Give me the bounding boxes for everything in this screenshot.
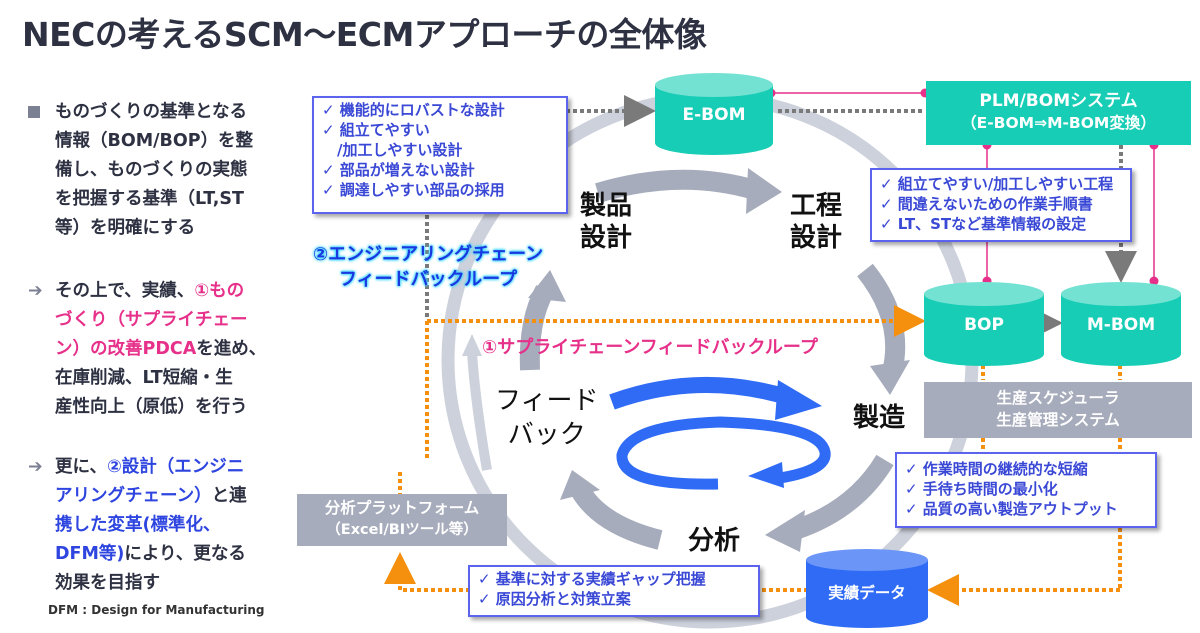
stage-feedback: フィード バック	[495, 386, 599, 450]
arrow-mfg-to-analysis	[791, 454, 894, 540]
arrow-right-icon: ➔	[28, 281, 43, 301]
manufacturing-checklist: ✓ 作業時間の継続的な短縮 ✓ 手待ち時間の最小化 ✓ 品質の高い製造アウトプッ…	[895, 452, 1157, 528]
page-title: NECの考えるSCM〜ECMアプローチの全体像	[22, 15, 707, 54]
bullet-engineering-chain: ➔ 更に、②設計（エンジニ アリングチェーン）と連 携した変革(標準化、 DFM…	[28, 453, 293, 598]
engineering-chain-loop-label: ②エンジニアリングチェーン フィードバックループ	[312, 244, 544, 290]
stage-analysis: 分析	[688, 526, 741, 556]
supply-chain-loop-label: ①サプライチェーンフィードバックループ	[482, 337, 818, 358]
blue-arrow-top	[609, 377, 793, 410]
actual-data-database: 実績データ	[806, 549, 928, 629]
production-scheduler-system: 生産スケジューラ 生産管理システム	[924, 382, 1192, 438]
plm-bom-system: PLM/BOMシステム （E-BOM⇒M-BOM変換）	[926, 81, 1191, 145]
arrow-design-to-process	[595, 169, 758, 203]
stage-product-design: 製品 設計	[580, 191, 633, 253]
square-bullet-icon	[28, 98, 50, 128]
bullet-supply-chain: ➔ その上で、実績、①もの づくり（サプライチェー ン）の改善PDCAを進め、 …	[28, 277, 293, 422]
arrow-feedback-to-design-head	[528, 270, 566, 302]
footnote: DFM : Design for Manufacturing	[48, 603, 265, 617]
arrow-right-icon: ➔	[28, 457, 43, 477]
ebom-database: E-BOM	[655, 73, 773, 155]
arrow-design-to-process-head	[746, 168, 782, 214]
design-checklist: ✓ 機能的にロバストな設計 ✓ 組立てやすい /加工しやすい設計 ✓ 部品が増え…	[312, 96, 568, 214]
analytics-platform: 分析プラットフォーム （Excel/BIツール等）	[297, 494, 507, 546]
stage-process-design: 工程 設計	[790, 191, 843, 253]
arrow-process-to-mfg-head	[870, 360, 910, 395]
arrow-analysis-to-feedback	[571, 484, 663, 550]
bop-database: BOP	[924, 282, 1044, 366]
process-checklist: ✓ 組立てやすい/加工しやすい工程 ✓ 間違えないための作業手順書 ✓ LT、S…	[870, 168, 1132, 242]
stage-manufacturing: 製造	[853, 403, 906, 433]
blue-arrow-loop	[616, 416, 831, 490]
arrow-mfg-to-analysis-head	[765, 510, 805, 552]
analysis-checklist: ✓ 基準に対する実績ギャップ把握 ✓ 原因分析と対策立案	[468, 565, 760, 617]
arrow-analysis-to-feedback-head	[560, 470, 600, 500]
bullet-standards: ものづくりの基準となる 情報（BOM/BOP）を整 備し、ものづくりの実態 を把…	[28, 98, 293, 243]
mbom-database: M-BOM	[1061, 282, 1181, 366]
